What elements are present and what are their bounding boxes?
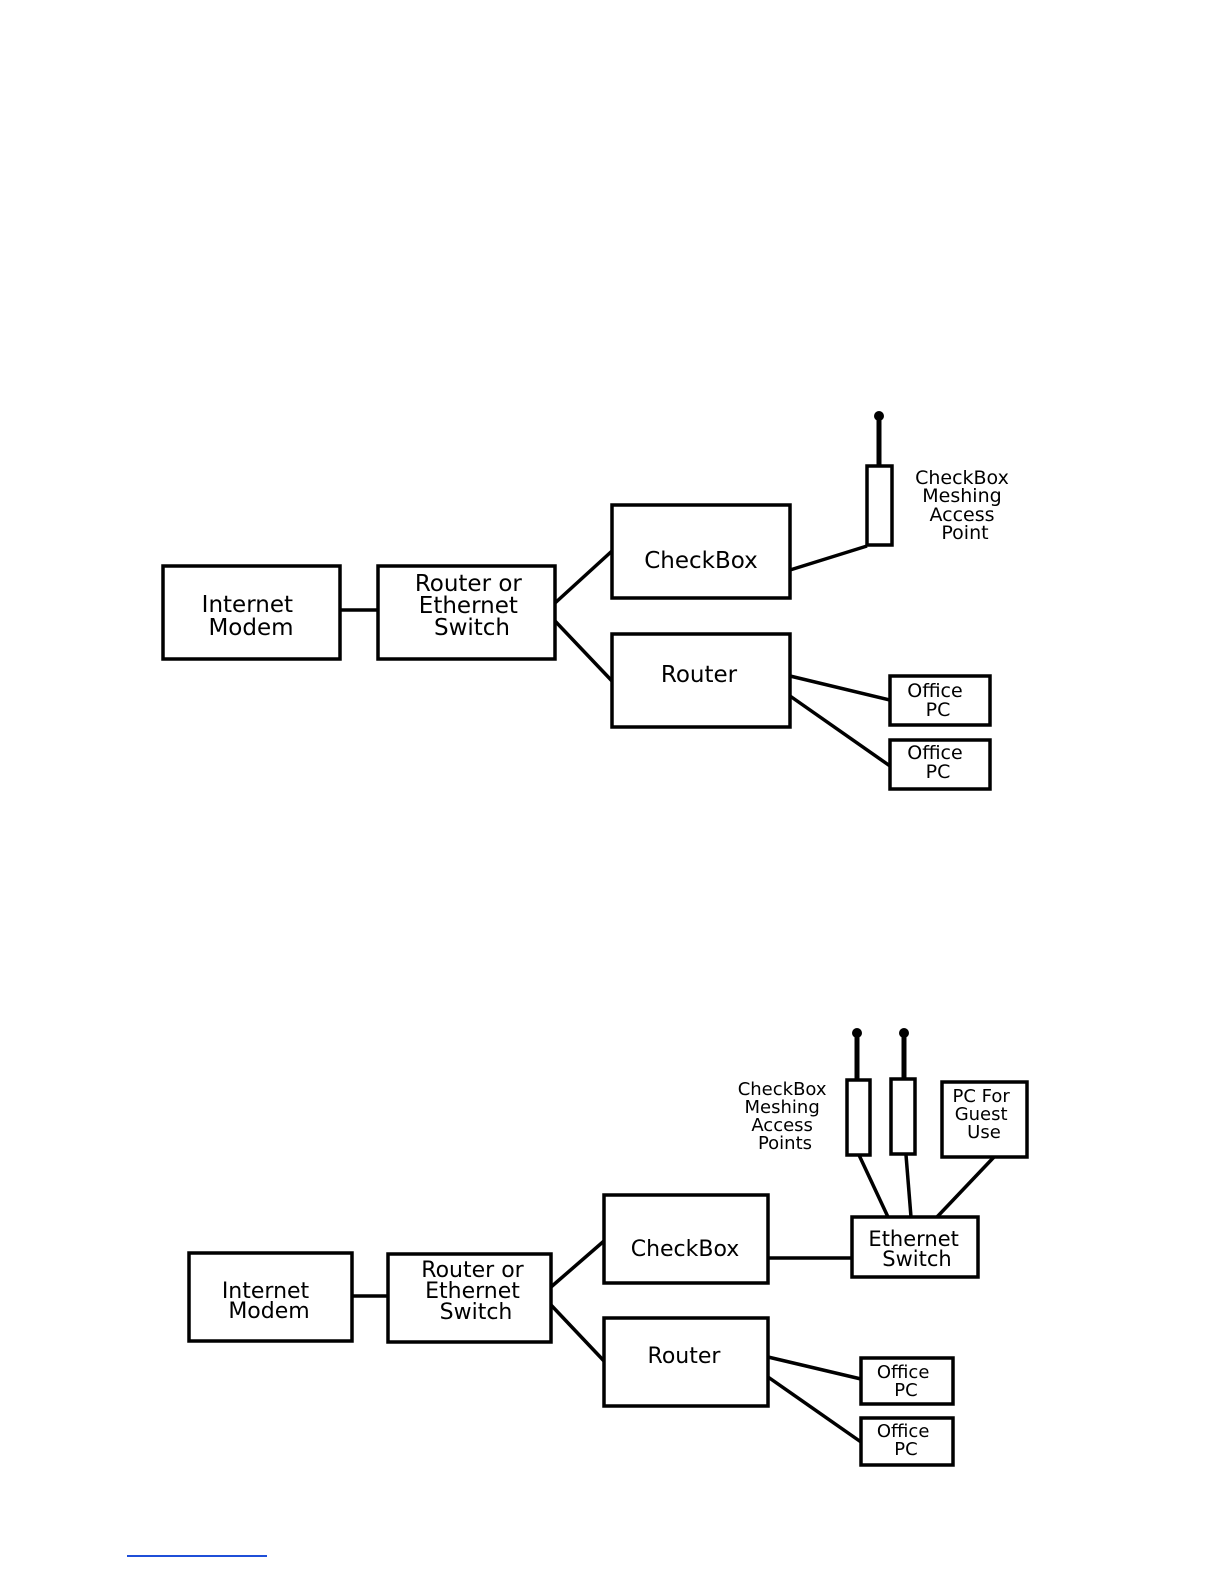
wire-ethswitch-ap1	[859, 1155, 888, 1217]
wire-switch-router	[555, 621, 612, 681]
network-diagram-2: Internet Modem Router or Ethernet Switch…	[189, 1028, 1027, 1465]
router-label: Router	[648, 1344, 722, 1369]
wire-switch-router	[551, 1305, 604, 1361]
internet-modem-label: Internet Modem	[222, 1279, 316, 1324]
wire-router-pc2	[790, 696, 890, 766]
ethernet-switch-label: Ethernet Switch	[868, 1227, 965, 1271]
access-point-icon	[847, 1028, 870, 1155]
wire-ethswitch-guestpc	[937, 1157, 994, 1217]
access-point-label: CheckBox Meshing Access Point	[915, 467, 1015, 544]
wire-switch-checkbox	[555, 551, 612, 603]
access-points-label: CheckBox Meshing Access Points	[738, 1079, 833, 1154]
wire-switch-checkbox	[551, 1241, 604, 1287]
access-point-icon	[867, 411, 892, 545]
wire-ethswitch-ap2	[906, 1155, 911, 1217]
wire-checkbox-ap	[790, 546, 867, 570]
footnote-separator-link[interactable]	[127, 1555, 267, 1557]
checkbox-label: CheckBox	[644, 548, 758, 574]
internet-modem-label: Internet Modem	[202, 592, 301, 641]
checkbox-label: CheckBox	[631, 1237, 740, 1262]
access-point-icon	[891, 1028, 915, 1154]
wire-router-pc1	[768, 1357, 861, 1379]
router-label: Router	[661, 662, 738, 688]
network-diagram-1: Internet Modem Router or Ethernet Switch…	[163, 411, 1015, 789]
wire-router-pc2	[768, 1377, 861, 1442]
wire-router-pc1	[790, 676, 890, 700]
